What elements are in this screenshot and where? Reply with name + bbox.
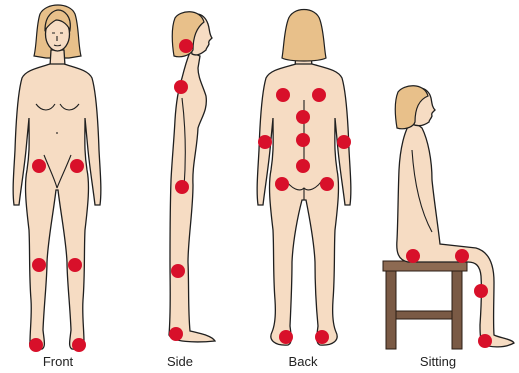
figure-sitting	[383, 86, 514, 349]
side-body	[169, 52, 215, 342]
back-hair	[282, 10, 326, 62]
label-side: Side	[140, 354, 220, 370]
tender-point	[68, 258, 82, 272]
tender-point	[315, 330, 329, 344]
chair	[383, 261, 467, 349]
tender-point	[276, 88, 290, 102]
tender-point	[70, 159, 84, 173]
tender-point	[29, 338, 43, 352]
tender-point	[32, 159, 46, 173]
label-front: Front	[18, 354, 98, 370]
tender-point	[174, 80, 188, 94]
figure-back	[257, 10, 351, 346]
tender-point	[312, 88, 326, 102]
tender-point	[179, 39, 193, 53]
tender-point	[171, 264, 185, 278]
label-sitting: Sitting	[398, 354, 478, 370]
label-back: Back	[263, 354, 343, 370]
chair-rail	[396, 311, 452, 319]
figure-front	[13, 5, 101, 349]
tender-point	[169, 327, 183, 341]
tender-point	[296, 110, 310, 124]
figure-side	[169, 12, 215, 342]
tender-point	[455, 249, 469, 263]
tender-point	[337, 135, 351, 149]
chair-leg-front	[452, 271, 462, 349]
tender-point	[478, 334, 492, 348]
tender-point	[296, 159, 310, 173]
tender-point	[175, 180, 189, 194]
tender-point	[32, 258, 46, 272]
tender-point	[72, 338, 86, 352]
tender-point	[258, 135, 272, 149]
tender-point	[275, 177, 289, 191]
tender-point	[474, 284, 488, 298]
tender-point	[320, 177, 334, 191]
front-body	[13, 64, 101, 349]
chair-leg-back	[386, 271, 396, 349]
tender-point	[406, 249, 420, 263]
tender-point	[279, 330, 293, 344]
tender-point	[296, 133, 310, 147]
